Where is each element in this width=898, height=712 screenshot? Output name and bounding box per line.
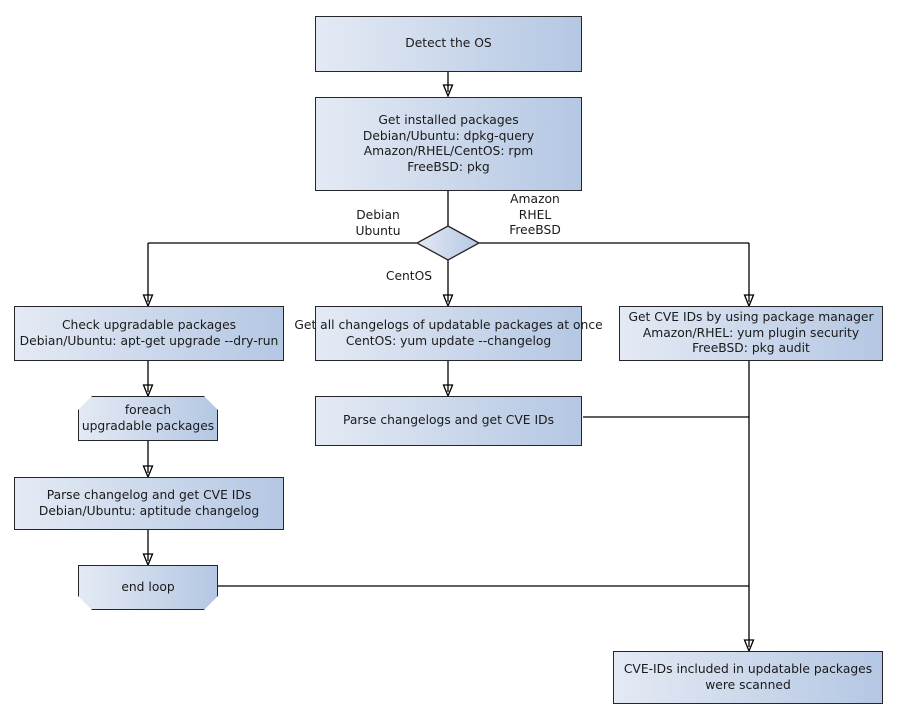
arrowhead-decision-left (142, 294, 154, 308)
text-line: were scanned (705, 677, 791, 692)
text-line: Debian (356, 208, 400, 222)
node-detect-os[interactable]: Detect the OS (315, 16, 582, 72)
node-scanned-result[interactable]: CVE-IDs included in updatable packages w… (613, 651, 883, 704)
arrowhead-decision-down (442, 294, 454, 308)
node-check-upgradable-packages[interactable]: Check upgradable packages Debian/Ubuntu:… (14, 306, 284, 361)
node-scanned-result-text: CVE-IDs included in updatable packages w… (622, 662, 874, 693)
edge-label-down-branch: CentOS (378, 269, 440, 285)
text-line: Debian/Ubuntu: apt-get upgrade --dry-run (19, 333, 279, 348)
node-get-all-changelogs-text: Get all changelogs of updatable packages… (292, 318, 604, 349)
node-get-installed-packages-text: Get installed packages Debian/Ubuntu: dp… (361, 113, 536, 175)
text-line: Amazon/RHEL: yum plugin security (642, 325, 860, 340)
arrowhead-parse-to-endloop (142, 553, 154, 567)
text-line: Get CVE IDs by using package manager (628, 310, 874, 325)
text-line: RHEL (518, 207, 552, 222)
text-line: Get all changelogs of updatable packages… (294, 318, 603, 332)
arrowhead-detect-to-packages (442, 84, 454, 98)
node-parse-changelogs-centos-text: Parse changelogs and get CVE IDs (341, 413, 556, 429)
text-line: FreeBSD: pkg audit (692, 341, 810, 356)
text-line: Debian/Ubuntu: dpkg-query (362, 128, 535, 143)
node-os-decision[interactable] (415, 224, 481, 262)
arrowhead-check-to-foreach (142, 384, 154, 398)
text-line: Amazon (510, 192, 560, 206)
decision-diamond-shape (415, 225, 481, 261)
text-line: Detect the OS (405, 36, 492, 51)
text-line: end loop (121, 579, 175, 594)
text-line: CVE-IDs included in updatable packages (623, 662, 873, 676)
text-line: foreach (124, 403, 172, 417)
arrowhead-foreach-to-parse (142, 465, 154, 479)
text-line: Debian/Ubuntu: aptitude changelog (38, 503, 260, 518)
node-end-loop[interactable]: end loop (78, 565, 218, 610)
text-line: Parse changelog and get CVE IDs (46, 488, 252, 502)
arrowhead-decision-right (743, 294, 755, 308)
node-foreach-loop-start-text: foreach upgradable packages (80, 403, 216, 434)
edge-label-left-branch: Debian Ubuntu (345, 208, 411, 239)
node-end-loop-text: end loop (119, 580, 176, 596)
text-line: FreeBSD (509, 223, 561, 237)
text-line: CentOS: yum update --changelog (345, 333, 552, 348)
node-get-cve-ids-package-manager-text: Get CVE IDs by using package manager Ama… (626, 310, 875, 357)
node-parse-changelogs-centos[interactable]: Parse changelogs and get CVE IDs (315, 396, 582, 446)
text-line: CentOS (385, 269, 433, 283)
node-parse-changelog-single-text: Parse changelog and get CVE IDs Debian/U… (37, 488, 261, 519)
text-line: Get installed packages (378, 113, 519, 127)
text-line: Parse changelogs and get CVE IDs (343, 413, 554, 428)
arrowhead-trunk-to-result (743, 639, 755, 653)
text-line: Check upgradable packages (61, 318, 237, 332)
arrowhead-centos-to-parse (442, 384, 454, 398)
node-detect-os-text: Detect the OS (403, 36, 494, 52)
node-get-cve-ids-package-manager[interactable]: Get CVE IDs by using package manager Ama… (619, 306, 883, 361)
node-check-upgradable-packages-text: Check upgradable packages Debian/Ubuntu:… (18, 318, 281, 349)
text-line: Amazon/RHEL/CentOS: rpm (363, 144, 534, 158)
node-get-all-changelogs[interactable]: Get all changelogs of updatable packages… (294, 306, 603, 361)
text-line: FreeBSD: pkg (407, 159, 490, 174)
edge-label-right-branch: Amazon RHEL FreeBSD (490, 192, 580, 239)
text-line: Ubuntu (355, 223, 401, 238)
node-parse-changelog-single[interactable]: Parse changelog and get CVE IDs Debian/U… (14, 477, 284, 530)
text-line: upgradable packages (81, 418, 215, 433)
node-foreach-loop-start[interactable]: foreach upgradable packages (78, 396, 218, 441)
node-get-installed-packages[interactable]: Get installed packages Debian/Ubuntu: dp… (315, 97, 582, 191)
